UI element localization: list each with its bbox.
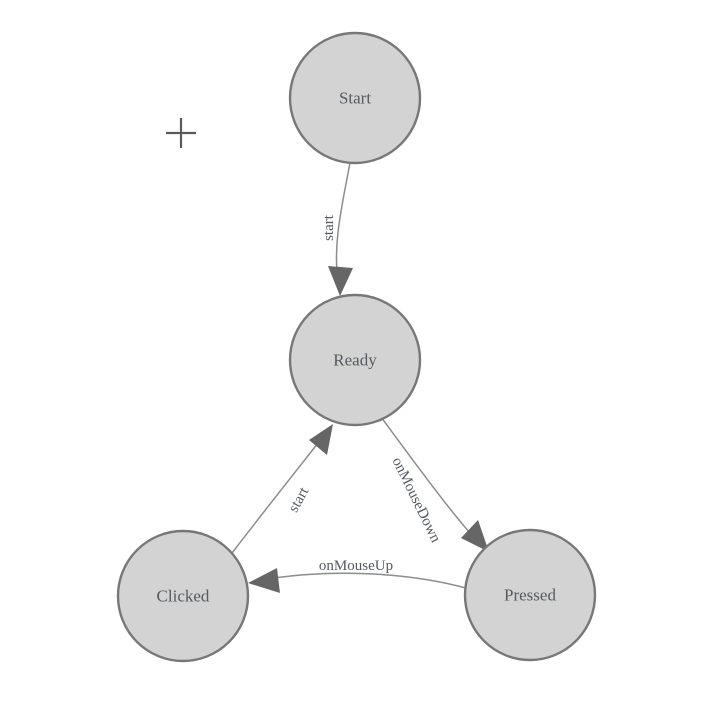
state-node-clicked-label: Clicked <box>157 587 210 606</box>
crosshair-icon <box>166 118 196 148</box>
edge-start-to-ready-path <box>335 162 351 282</box>
state-node-pressed-circle <box>463 528 597 662</box>
edge-pressed-to-clicked-label: onMouseUp <box>319 558 393 574</box>
state-node-ready[interactable]: Ready <box>288 293 422 427</box>
state-node-ready-circle <box>288 293 422 427</box>
edge-ready-to-pressed-label: onMouseDown <box>389 455 444 546</box>
edge-clicked-to-ready-label: start <box>286 484 313 515</box>
state-node-pressed[interactable]: Pressed <box>463 528 597 662</box>
state-node-clicked-circle <box>116 529 250 663</box>
edge-start-to-ready[interactable]: start <box>321 162 353 296</box>
edge-ready-to-pressed[interactable]: onMouseDown <box>380 416 489 552</box>
edge-pressed-to-clicked[interactable]: onMouseUp <box>248 558 467 593</box>
edge-pressed-to-clicked-arrowhead <box>248 568 280 593</box>
edge-pressed-to-clicked-path <box>261 572 467 589</box>
state-node-start-circle <box>288 31 422 165</box>
edge-clicked-to-ready[interactable]: start <box>231 424 333 554</box>
state-node-start[interactable]: Start <box>288 31 422 165</box>
edge-clicked-to-ready-path <box>231 437 323 554</box>
edge-clicked-to-ready-arrowhead <box>309 424 333 455</box>
state-node-ready-label: Ready <box>333 351 377 370</box>
edge-start-to-ready-label: start <box>321 214 337 241</box>
state-node-start-label: Start <box>339 89 371 108</box>
state-node-clicked[interactable]: Clicked <box>116 529 250 663</box>
edge-ready-to-pressed-arrowhead <box>461 520 489 552</box>
state-node-pressed-label: Pressed <box>504 586 556 605</box>
edge-start-to-ready-arrowhead <box>328 266 353 296</box>
edge-ready-to-pressed-path <box>380 416 478 542</box>
